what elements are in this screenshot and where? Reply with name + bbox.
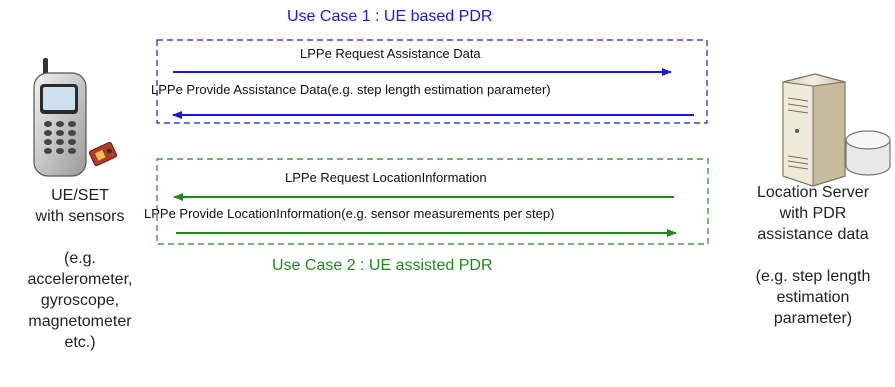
ue-caption-line: magnetometer <box>28 313 132 330</box>
server-caption: Location Server with PDR assistance data… <box>731 182 895 329</box>
use-case-2-box <box>156 158 709 245</box>
server-caption-line <box>731 245 895 266</box>
server-caption-line: Location Server <box>756 184 870 201</box>
server-caption-line: estimation <box>776 289 850 306</box>
use-case-1-title: Use Case 1 : UE based PDR <box>287 8 493 25</box>
uc2-request-label: LPPe Request LocationInformation <box>285 170 487 185</box>
ue-caption-line: UE/SET <box>51 187 109 204</box>
ue-caption-line: with sensors <box>35 208 125 225</box>
use-case-1-box <box>156 39 708 124</box>
uc1-request-label: LPPe Request Assistance Data <box>300 46 481 61</box>
ue-caption-line: etc.) <box>64 334 96 351</box>
server-caption-line: (e.g. step length <box>755 268 871 285</box>
ue-caption-line: (e.g. <box>63 250 96 267</box>
ue-caption-line: gyroscope, <box>40 292 120 309</box>
uc2-provide-label: LPPe Provide LocationInformation(e.g. se… <box>144 206 555 221</box>
server-caption-line: assistance data <box>757 226 869 243</box>
server-icon <box>782 73 846 187</box>
server-caption-line: parameter) <box>773 310 853 327</box>
database-icon <box>845 130 891 176</box>
ue-caption-line <box>0 227 160 248</box>
use-case-2-title: Use Case 2 : UE assisted PDR <box>272 257 493 274</box>
ue-caption-line: accelerometer, <box>27 271 133 288</box>
mobile-phone-icon <box>33 58 87 177</box>
sensor-chip-icon <box>88 141 118 167</box>
ue-caption: UE/SET with sensors (e.g. accelerometer,… <box>0 185 160 353</box>
server-caption-line: with PDR <box>779 205 847 222</box>
uc1-provide-label: LPPe Provide Assistance Data(e.g. step l… <box>151 82 551 97</box>
